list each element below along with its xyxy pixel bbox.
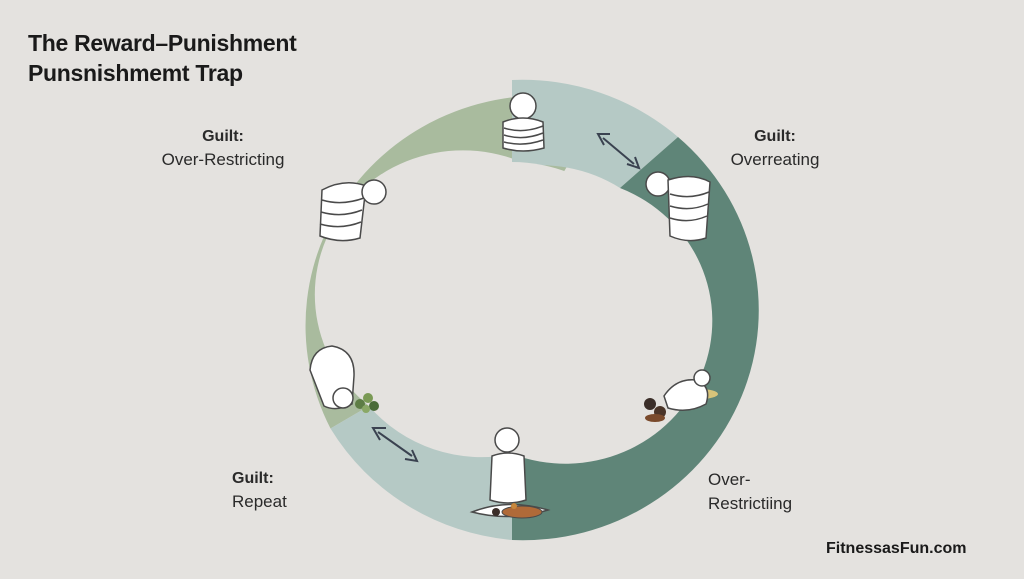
hunched-person-icon bbox=[319, 179, 387, 242]
bound-person-icon bbox=[502, 92, 545, 152]
ring-inner bbox=[360, 162, 664, 458]
label-bottom-left-text: Repeat bbox=[232, 492, 287, 511]
label-top-left: Guilt: Over-Restricting bbox=[148, 126, 298, 172]
title-line-1: The Reward–Punishment bbox=[28, 30, 297, 56]
label-top-right-text: Overreating bbox=[730, 150, 820, 169]
double-arrow-bottom-left bbox=[371, 427, 419, 463]
kneeling-person-food-icon bbox=[309, 345, 379, 413]
diagram-title: The Reward–Punishment Punsnishmemt Trap bbox=[28, 28, 388, 88]
label-bottom-left: Guilt: Repeat bbox=[232, 468, 342, 514]
label-top-right: Guilt: Overreating bbox=[700, 126, 850, 172]
double-arrow-top-right bbox=[596, 133, 641, 170]
title-line-2: Punsnishmemt Trap bbox=[28, 60, 243, 86]
label-top-left-text: Over-Restricting bbox=[161, 150, 285, 169]
collapsed-person-food-icon bbox=[644, 369, 718, 422]
label-top-left-heading: Guilt: bbox=[202, 128, 244, 145]
label-top-right-heading: Guilt: bbox=[754, 128, 796, 145]
seated-person-plate-icon bbox=[469, 427, 551, 519]
ring-segment-bottom bbox=[330, 406, 512, 540]
label-bottom-right: Over- Restrictiing bbox=[708, 468, 838, 516]
label-bottom-right-heading: Over- bbox=[708, 470, 751, 489]
footer-brand: FitnessasFun.com bbox=[826, 540, 967, 557]
label-bottom-right-text: Restrictiing bbox=[708, 494, 793, 513]
hunched-person-right-icon bbox=[645, 171, 711, 242]
label-bottom-left-heading: Guilt: bbox=[232, 470, 274, 487]
